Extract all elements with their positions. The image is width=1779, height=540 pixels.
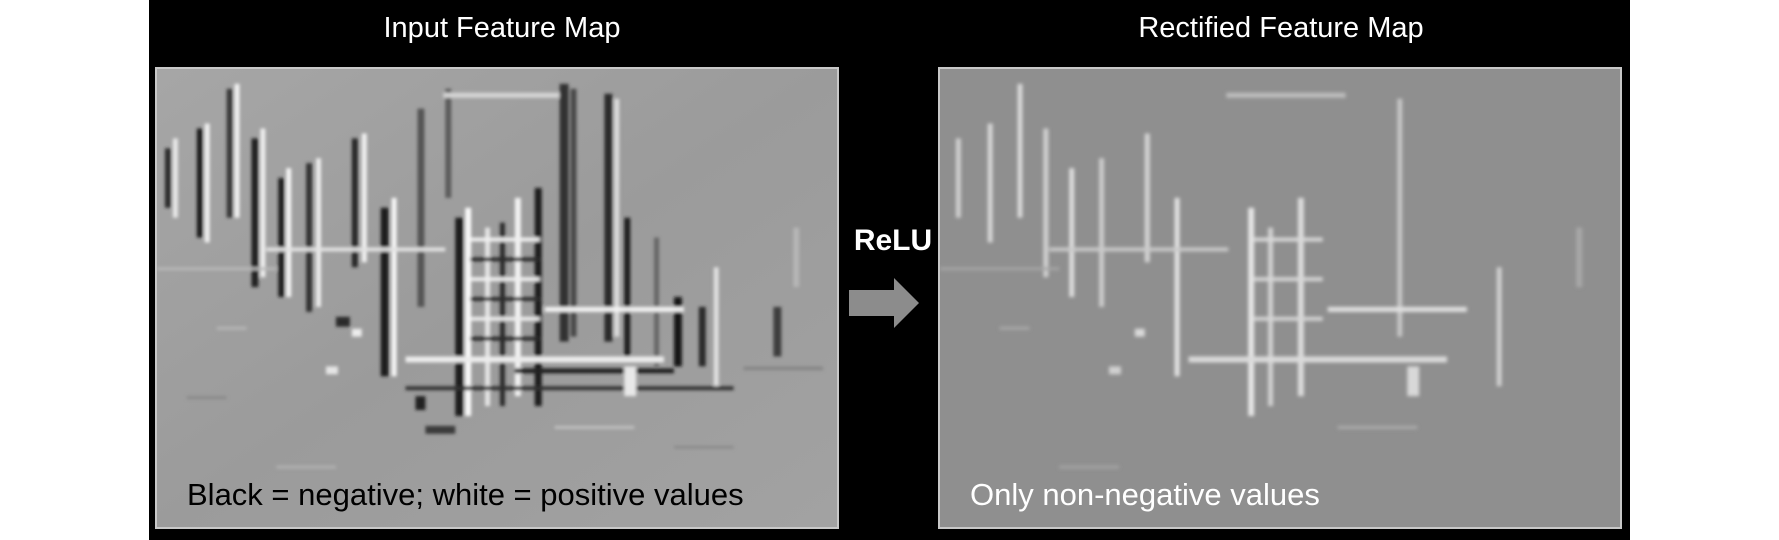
diagram-slide: Input Feature Map Rectified Feature Map bbox=[149, 0, 1630, 540]
arrow-right-icon bbox=[849, 278, 919, 328]
rectified-feature-map: Only non-negative values bbox=[938, 67, 1622, 529]
input-feature-map-image bbox=[157, 69, 837, 527]
input-map-caption: Black = negative; white = positive value… bbox=[187, 477, 744, 512]
relu-label: ReLU bbox=[853, 224, 933, 257]
rectified-feature-map-image bbox=[940, 69, 1620, 527]
rectified-map-caption: Only non-negative values bbox=[970, 477, 1320, 512]
input-map-title: Input Feature Map bbox=[383, 12, 621, 44]
input-feature-map: Black = negative; white = positive value… bbox=[155, 67, 839, 529]
rectified-map-title: Rectified Feature Map bbox=[1138, 12, 1424, 44]
